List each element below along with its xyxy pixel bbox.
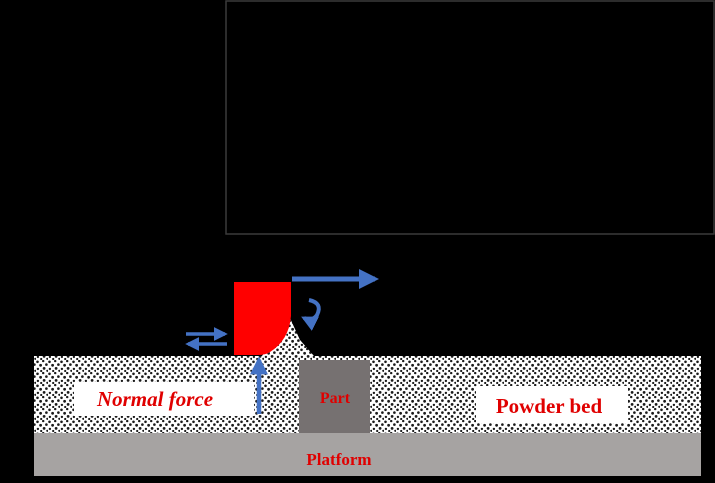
recoater-blade bbox=[234, 282, 291, 355]
powder-bed-label-box bbox=[476, 386, 628, 423]
part bbox=[299, 360, 370, 433]
normal-force-label-box bbox=[74, 382, 254, 416]
platform bbox=[34, 433, 701, 476]
part-label: Part bbox=[320, 390, 351, 407]
platform-label: Platform bbox=[306, 450, 371, 469]
curved-arrow-icon bbox=[301, 298, 321, 331]
double-arrow-icon bbox=[185, 327, 228, 351]
normal-force-label: Normal force bbox=[96, 387, 213, 411]
powder-bed-label: Powder bed bbox=[496, 394, 603, 418]
inset-panel bbox=[225, 0, 715, 235]
